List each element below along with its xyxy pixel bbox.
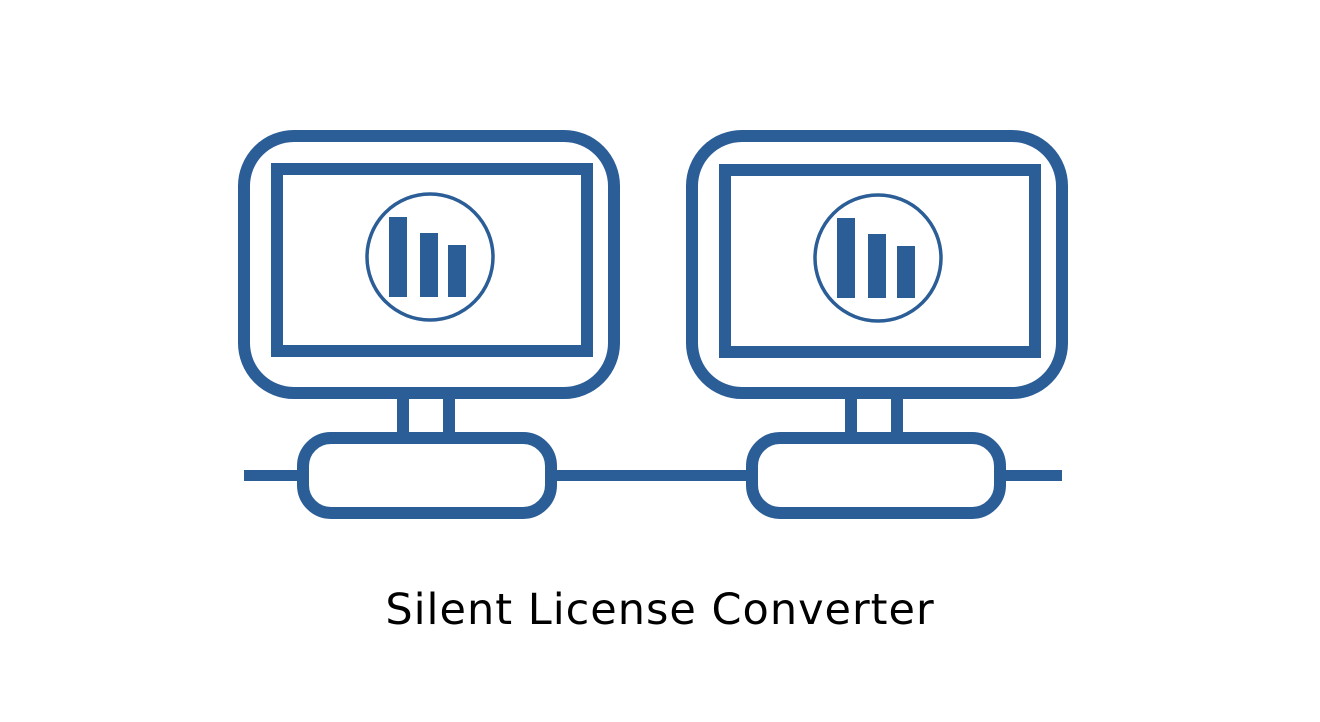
monitor-bezel (238, 130, 620, 399)
computer-base (746, 432, 1006, 519)
monitor-stand-neck (845, 396, 903, 434)
monitor-icon (686, 130, 1068, 399)
bar-chart-icon (813, 193, 943, 323)
computer-1 (238, 130, 620, 519)
monitor-stand-neck (397, 396, 455, 434)
diagram-caption: Silent License Converter (385, 585, 935, 635)
bar-chart-icon (365, 192, 495, 322)
computer-2 (686, 130, 1068, 519)
monitor-bezel (686, 130, 1068, 399)
monitor-icon (238, 130, 620, 399)
monitor-screen (719, 164, 1041, 358)
monitor-screen (271, 163, 593, 357)
computer-base (297, 432, 557, 519)
